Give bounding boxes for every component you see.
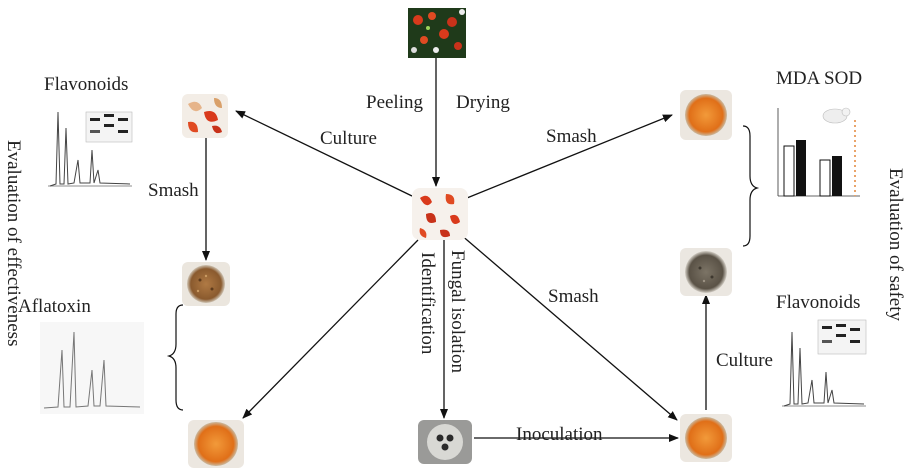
arrow-center-to-culture-sample — [236, 111, 412, 196]
gray-powder-image — [680, 248, 732, 296]
label-evaluation-safety: Evaluation of safety — [885, 168, 906, 322]
arrow-center-to-orange-bottom-left — [243, 240, 418, 418]
brace-right — [743, 126, 757, 246]
orange-powder-bottom-right-image — [680, 414, 732, 462]
raw-fruit-image — [408, 8, 466, 58]
arrow-center-to-orange-bottom-right — [460, 234, 677, 420]
chromatogram-right-image — [778, 316, 870, 412]
dried-fruit-center-image — [412, 188, 468, 240]
mda-sod-chart-image — [772, 100, 864, 202]
chromatogram-left-image — [44, 100, 136, 194]
label-aflatoxin: Aflatoxin — [18, 296, 91, 317]
orange-powder-top-right-image — [680, 90, 732, 140]
brace-left — [169, 305, 183, 410]
label-smash-top-right: Smash — [546, 126, 597, 147]
petri-dish-image — [418, 420, 472, 464]
label-mda-sod: MDA SOD — [776, 68, 862, 89]
label-flavonoids-left: Flavonoids — [44, 74, 128, 95]
brown-powder-image — [182, 262, 230, 306]
orange-powder-bottom-left-image — [188, 420, 244, 468]
label-evaluation-effectiveness: Evaluation of effectiveness — [3, 140, 24, 346]
label-smash-bottom-right: Smash — [548, 286, 599, 307]
label-identification: Identification — [417, 252, 438, 355]
cultured-fruit-image — [182, 94, 228, 138]
label-culture-top: Culture — [320, 128, 377, 149]
label-fungal-isolation: Fungal isolation — [447, 250, 468, 373]
aflatoxin-chromatogram-image — [40, 322, 144, 414]
label-drying: Drying — [456, 92, 510, 113]
label-culture-right: Culture — [716, 350, 773, 371]
label-inoculation: Inoculation — [516, 424, 603, 445]
label-flavonoids-right: Flavonoids — [776, 292, 860, 313]
arrows — [206, 58, 706, 438]
label-peeling: Peeling — [366, 92, 423, 113]
label-smash-left: Smash — [148, 180, 199, 201]
